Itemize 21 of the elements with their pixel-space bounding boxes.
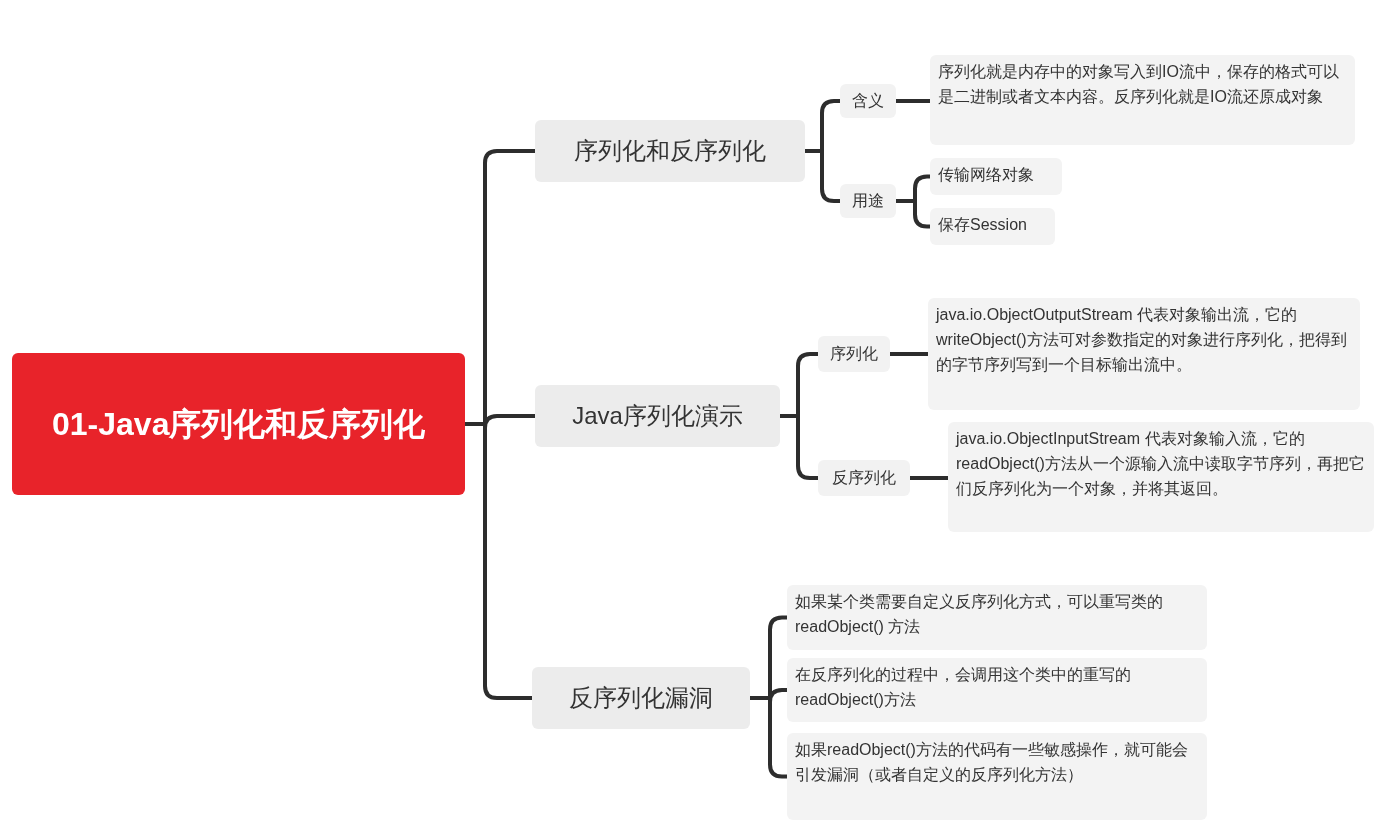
note-box: 保存Session — [930, 208, 1055, 245]
note-box: 如果某个类需要自定义反序列化方式，可以重写类的 readObject() 方法 — [787, 585, 1207, 650]
note-box: 序列化就是内存中的对象写入到IO流中，保存的格式可以是二进制或者文本内容。反序列化就是IO流还原成对象 — [930, 55, 1355, 145]
note-box: java.io.ObjectOutputStream 代表对象输出流，它的 writeObject()方法可对参数指定的对象进行序列化，把得到的字节序列写到一个目标输出流中。 — [928, 298, 1360, 410]
connector-line — [778, 414, 820, 480]
note-box: 在反序列化的过程中，会调用这个类中的重写的readObject()方法 — [787, 658, 1207, 722]
note-box: java.io.ObjectInputStream 代表对象输入流，它的readObject()方法从一个源输入流中读取字节序列，再把它们反序列化为一个对象，并将其返回。 — [948, 422, 1374, 532]
topic-box: 反序列化漏洞 — [532, 667, 750, 729]
note-box: 如果readObject()方法的代码有一些敏感操作，就可能会引发漏洞（或者自定义的反序列化方法） — [787, 733, 1207, 820]
connector-line — [894, 199, 932, 229]
connector-line — [908, 476, 950, 480]
subtopic-box: 用途 — [840, 184, 896, 218]
topic-box: Java序列化演示 — [535, 385, 780, 447]
subtopic-box: 反序列化 — [818, 460, 910, 496]
topic-box: 序列化和反序列化 — [535, 120, 805, 182]
note-box: 传输网络对象 — [930, 158, 1062, 195]
subtopic-box: 含义 — [840, 84, 896, 118]
central-topic: 01-Java序列化和反序列化 — [12, 353, 465, 495]
subtopic-box: 序列化 — [818, 336, 890, 372]
connector-line — [888, 352, 930, 356]
connector-line — [894, 99, 932, 103]
